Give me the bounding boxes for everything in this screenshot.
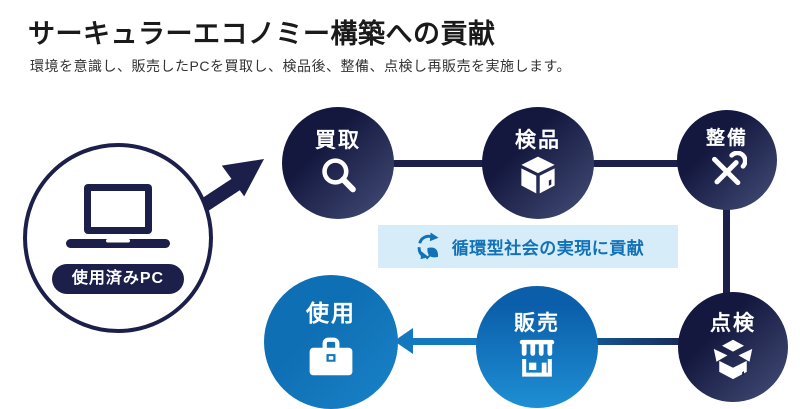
used-pc-badge: 使用済みPC	[51, 264, 185, 294]
page-title: サーキュラーエコノミー構築への貢献	[28, 19, 496, 49]
banner-circular-society: 循環型社会の実現に貢献	[378, 225, 678, 268]
sell-to-use-arrowhead-icon	[394, 328, 413, 354]
used-pc-circle: 使用済みPC	[23, 143, 213, 333]
open-box-icon	[711, 337, 755, 381]
process-node-sale: 販売	[476, 286, 598, 408]
storefront-icon	[515, 337, 559, 381]
node-label-buyback: 買取	[315, 129, 361, 152]
node-label-check: 点検	[710, 312, 756, 335]
node-label-sale: 販売	[514, 312, 560, 335]
process-node-inspection: 検品	[482, 107, 594, 219]
node-label-maintenance: 整備	[705, 128, 748, 149]
sell-to-use-arrow-shaft	[410, 338, 540, 345]
tools-icon	[707, 151, 747, 191]
node-label-use: 使用	[306, 300, 356, 326]
briefcase-icon	[304, 328, 358, 382]
connector-bottom-row	[537, 338, 733, 345]
process-node-maintenance: 整備	[677, 110, 777, 210]
banner-text: 循環型社会の実現に貢献	[451, 239, 645, 258]
page-subtitle: 環境を意識し、販売したPCを買取し、検品後、整備、点検し再販売を実施します。	[30, 58, 572, 74]
recycle-leaf-icon	[412, 231, 443, 262]
magnifier-icon	[317, 154, 359, 196]
process-node-buyback: 買取	[282, 107, 394, 219]
node-label-inspection: 検品	[515, 129, 561, 152]
process-node-check: 点検	[678, 292, 788, 402]
process-node-use: 使用	[264, 275, 398, 409]
connector-right-column	[723, 165, 730, 347]
closed-box-icon	[517, 154, 559, 196]
laptop-icon	[57, 182, 179, 252]
